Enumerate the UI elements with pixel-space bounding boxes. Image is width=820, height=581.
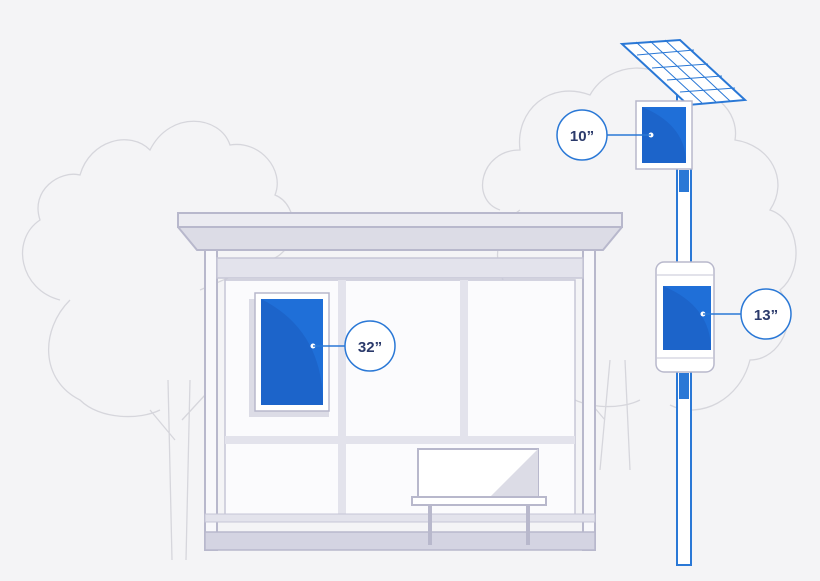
pole-display-callout: 13” [740,288,792,340]
solar-display-callout: 10” [556,109,608,161]
pole-display-size-label: 13” [754,307,778,324]
solar-panel-icon [619,38,748,107]
shelter-display-size-label: 32” [358,339,382,356]
pole-display [655,261,741,373]
solar-display-size-label: 10” [570,128,594,145]
shelter-display [249,292,345,417]
bus-shelter-icon [177,212,623,551]
tree-left-icon [21,120,294,561]
shelter-display-callout: 32” [344,320,396,372]
solar-display [606,100,693,170]
bench-icon [411,448,547,545]
